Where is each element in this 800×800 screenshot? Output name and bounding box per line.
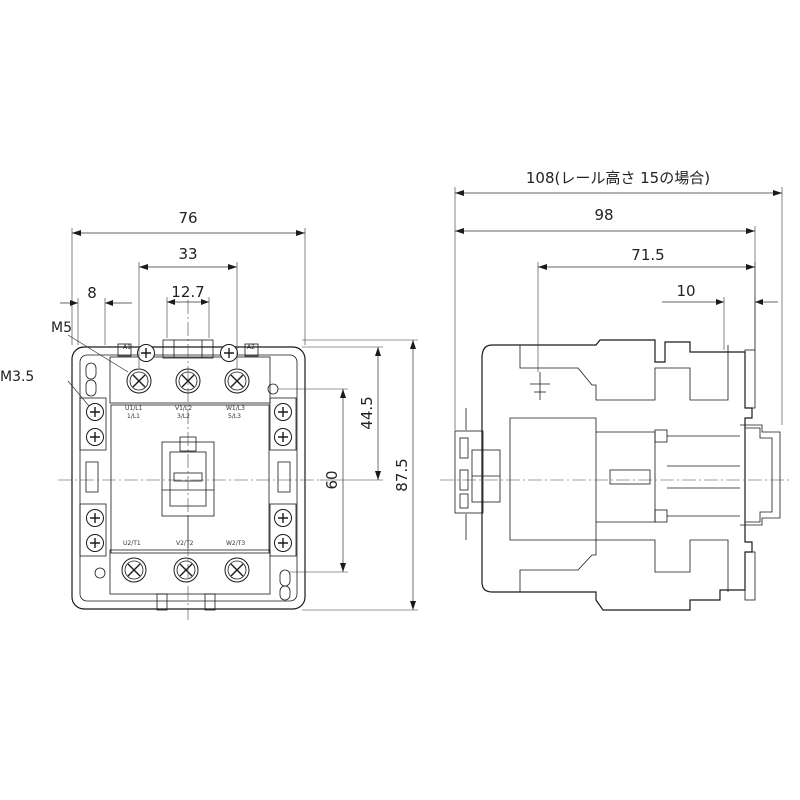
screw-icon <box>273 402 293 422</box>
dim-71-5-label: 71.5 <box>631 246 664 264</box>
dim-10-label: 10 <box>676 282 695 300</box>
screw-icon <box>126 368 152 394</box>
screw-icon <box>273 533 293 553</box>
dim-108: 108(レール高さ 15の場合) <box>454 169 783 430</box>
screw-icon <box>224 557 250 583</box>
screw-icon <box>85 508 105 528</box>
front-view: U1/L1 V1/L2 W1/L3 1/L1 3/L2 5/L3 U2/T1 V… <box>0 209 418 620</box>
screw-icon <box>219 343 239 363</box>
screw-icon <box>85 533 105 553</box>
dim-87-5: 87.5 <box>302 339 418 611</box>
right-aux-terminals <box>269 397 297 557</box>
dim-87-5-label: 87.5 <box>393 458 411 491</box>
front-body-outline <box>71 346 306 610</box>
screw-icon <box>136 343 156 363</box>
side-actuator <box>454 408 501 540</box>
terminal-mark-w1: W1/L3 <box>226 405 245 412</box>
dim-44-5: 44.5 <box>302 346 383 481</box>
terminal-mark-v1: V1/L2 <box>175 405 192 412</box>
terminal-sub-5: 5/L3 <box>228 413 241 420</box>
side-mid-profile <box>509 417 656 541</box>
dim-10: 10 <box>662 282 778 350</box>
mount-holes <box>85 362 291 601</box>
screw-icon <box>173 557 199 583</box>
terminal-markings: U1/L1 V1/L2 W1/L3 1/L1 3/L2 5/L3 U2/T1 V… <box>123 344 255 547</box>
side-upper-step <box>519 345 729 401</box>
coil-mark-a1: A1 <box>123 344 131 351</box>
dim-60-label: 60 <box>323 470 341 489</box>
side-mount-marker <box>530 372 550 400</box>
dim-76-label: 76 <box>178 209 197 227</box>
screw-icon <box>85 402 105 422</box>
callout-m5: M5 <box>51 320 129 373</box>
terminal-mark-v2: V2/T2 <box>176 540 194 547</box>
side-rail-clip <box>654 349 781 601</box>
dim-33: 33 <box>138 245 238 368</box>
screw-icon <box>273 508 293 528</box>
terminal-mark-u2: U2/T1 <box>123 540 141 547</box>
terminal-sub-1: 1/L1 <box>127 413 140 420</box>
side-lower-step <box>519 539 729 592</box>
front-inner-outline <box>79 354 298 602</box>
terminal-sub-3: 3/L2 <box>177 413 190 420</box>
bottom-terminal-block <box>109 549 271 611</box>
callout-m3-5-label: M3.5 <box>0 369 34 385</box>
dim-98-label: 98 <box>594 206 613 224</box>
dim-12-7: 12.7 <box>166 283 210 338</box>
dim-8-label: 8 <box>87 284 97 302</box>
coil-mark-a2: A2 <box>247 344 255 351</box>
terminal-mark-u1: U1/L1 <box>125 405 143 412</box>
callout-m5-label: M5 <box>51 320 72 336</box>
dim-8: 8 <box>60 284 132 345</box>
dim-60: 60 <box>278 388 348 573</box>
terminal-mark-w2: W2/T3 <box>226 540 245 547</box>
callout-m3-5: M3.5 <box>0 369 90 407</box>
side-view: 108(レール高さ 15の場合) 98 71.5 10 <box>440 169 790 611</box>
side-body-outline <box>481 339 753 611</box>
screw-icon <box>224 368 250 394</box>
front-cover-panel <box>110 404 270 554</box>
left-aux-terminals <box>79 397 107 557</box>
dim-108-label: 108(レール高さ 15の場合) <box>526 169 710 187</box>
dim-98: 98 <box>455 206 756 350</box>
top-terminal-block <box>109 339 271 404</box>
dim-76: 76 <box>71 209 306 345</box>
dim-71-5: 71.5 <box>537 246 756 372</box>
screw-icon <box>85 427 105 447</box>
dim-33-label: 33 <box>178 245 197 263</box>
dim-12-7-label: 12.7 <box>171 283 204 301</box>
screw-icon <box>121 557 147 583</box>
screw-icon <box>273 427 293 447</box>
dim-44-5-label: 44.5 <box>358 396 376 429</box>
